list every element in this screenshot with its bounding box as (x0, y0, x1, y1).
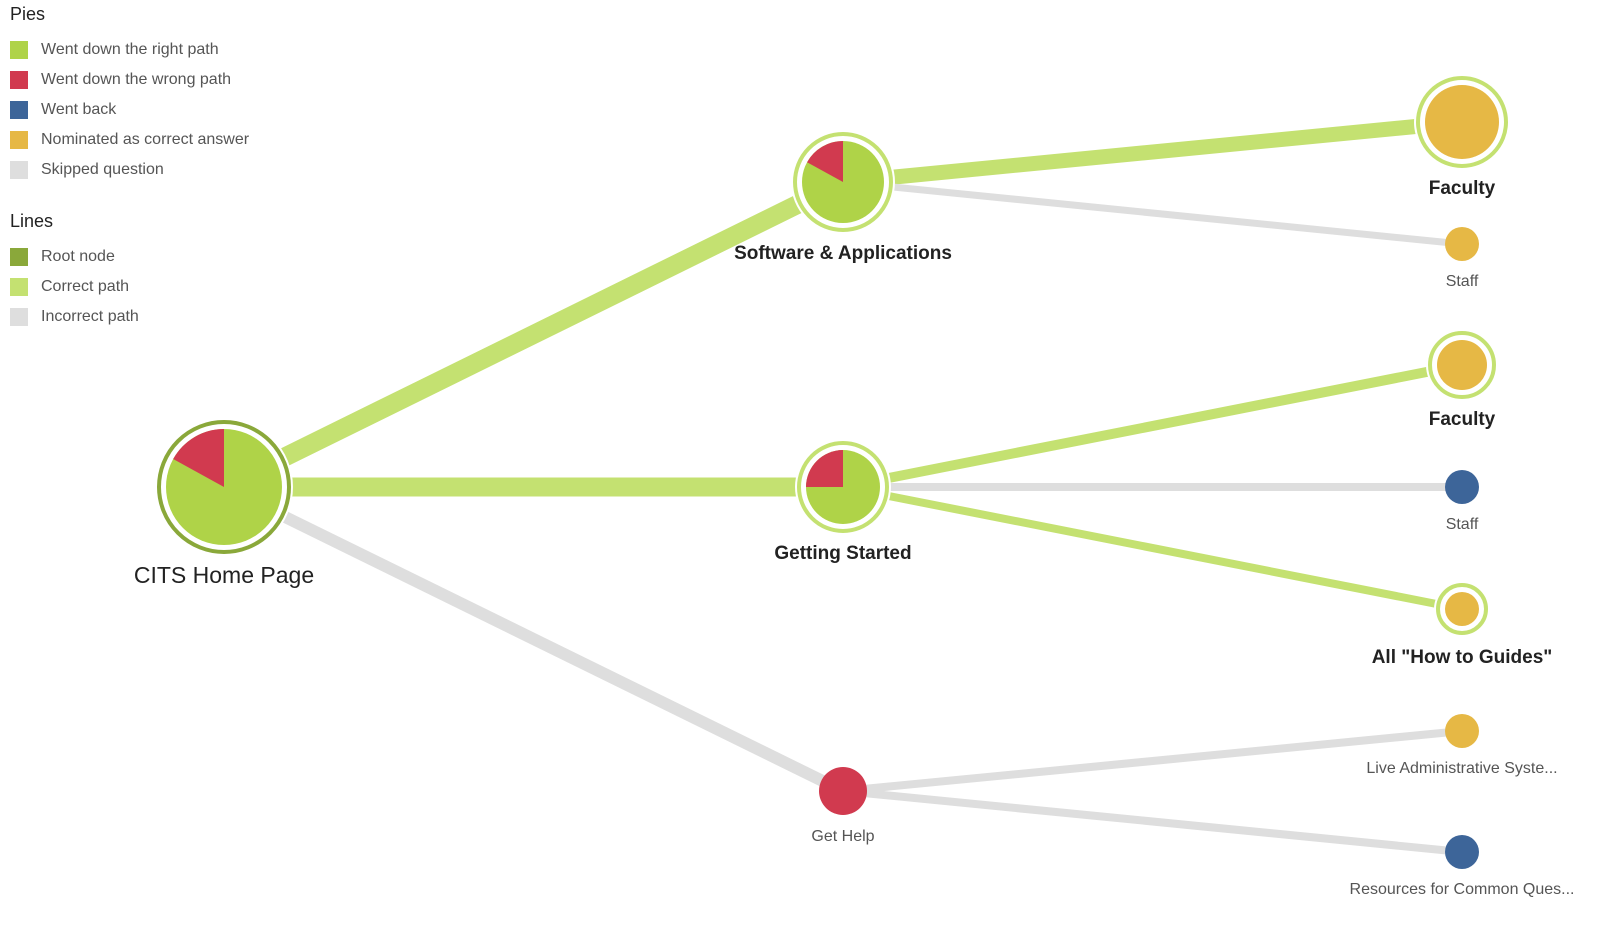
node-label: Staff (1446, 273, 1479, 290)
edges-layer (219, 114, 1463, 856)
node-label: Software & Applications (734, 243, 952, 264)
node-dot (1437, 340, 1487, 390)
node-label: Faculty (1429, 409, 1496, 430)
legend-item-correct-path: Correct path (10, 272, 249, 302)
node-get-help[interactable]: Get Help (811, 767, 875, 845)
right-path-swatch (10, 41, 28, 59)
node-root[interactable]: CITS Home Page (134, 418, 314, 588)
legend-pies-list: Went down the right path Went down the w… (10, 35, 249, 185)
edge-software-to-staff_1 (842, 178, 1463, 248)
legend-label: Nominated as correct answer (41, 131, 250, 148)
legend-item-went-back: Went back (10, 95, 249, 125)
skipped-swatch (10, 161, 28, 179)
node-faculty-2[interactable]: Faculty (1426, 329, 1498, 430)
legend-label: Went down the wrong path (41, 71, 232, 88)
legend-lines-list: Root node Correct path Incorrect path (10, 242, 249, 332)
node-label: Resources for Common Ques... (1350, 881, 1575, 898)
legend-label: Skipped question (41, 161, 164, 178)
legend: Pies Went down the right path Went down … (10, 4, 249, 332)
edge-get_help-to-live_admin (842, 727, 1463, 795)
legend-item-skipped: Skipped question (10, 155, 249, 185)
legend-item-incorrect-path: Incorrect path (10, 302, 249, 332)
node-dot (1445, 227, 1479, 261)
node-dot (1445, 592, 1479, 626)
edge-root-to-get_help (221, 481, 846, 797)
node-staff-2[interactable]: Staff (1445, 470, 1479, 533)
legend-item-right-path: Went down the right path (10, 35, 249, 65)
legend-item-root-node: Root node (10, 242, 249, 272)
legend-pies-title: Pies (10, 4, 46, 24)
edge-software-to-faculty_1 (842, 114, 1463, 190)
incorrect-path-swatch (10, 308, 28, 326)
correct-path-swatch (10, 278, 28, 296)
node-label: CITS Home Page (134, 562, 314, 588)
node-software[interactable]: Software & Applications (734, 130, 952, 264)
node-label: Getting Started (774, 543, 911, 564)
node-dot (1445, 470, 1479, 504)
node-how-to[interactable]: All "How to Guides" (1372, 581, 1553, 668)
pie-slice-wrong-path (173, 429, 224, 487)
edge-getting_started-to-how_to (842, 483, 1463, 613)
node-faculty-1[interactable]: Faculty (1414, 74, 1510, 199)
legend-label: Incorrect path (41, 308, 139, 325)
node-label: Get Help (811, 828, 874, 845)
edge-get_help-to-resources (842, 787, 1463, 856)
node-dot (1425, 85, 1499, 159)
node-label: Live Administrative Syste... (1366, 760, 1557, 777)
node-dot (1445, 835, 1479, 869)
legend-lines-title: Lines (10, 211, 54, 231)
pie-slice-wrong-path (806, 450, 843, 487)
legend-label: Went back (41, 101, 117, 118)
legend-item-wrong-path: Went down the wrong path (10, 65, 249, 95)
node-label: All "How to Guides" (1372, 647, 1553, 668)
node-resources[interactable]: Resources for Common Ques... (1350, 835, 1575, 898)
node-dot (1445, 714, 1479, 748)
legend-label: Went down the right path (41, 41, 219, 58)
legend-label: Correct path (41, 278, 130, 295)
node-label: Faculty (1429, 178, 1496, 199)
nodes-layer: CITS Home Page Software & ApplicationsGet… (134, 74, 1575, 898)
edge-getting_started-to-faculty_2 (842, 360, 1463, 492)
wrong-path-swatch (10, 71, 28, 89)
node-dot (819, 767, 867, 815)
root-node-swatch (10, 248, 28, 266)
legend-item-nominated: Nominated as correct answer (10, 125, 249, 155)
went-back-swatch (10, 101, 28, 119)
node-label: Staff (1446, 516, 1479, 533)
edge-root-to-software (219, 173, 848, 496)
legend-label: Root node (41, 248, 115, 265)
pie-slice-wrong-path (807, 141, 843, 182)
nominated-swatch (10, 131, 28, 149)
node-getting-started[interactable]: Getting Started (774, 439, 912, 564)
node-live-admin[interactable]: Live Administrative Syste... (1366, 714, 1558, 777)
node-staff-1[interactable]: Staff (1445, 227, 1479, 290)
